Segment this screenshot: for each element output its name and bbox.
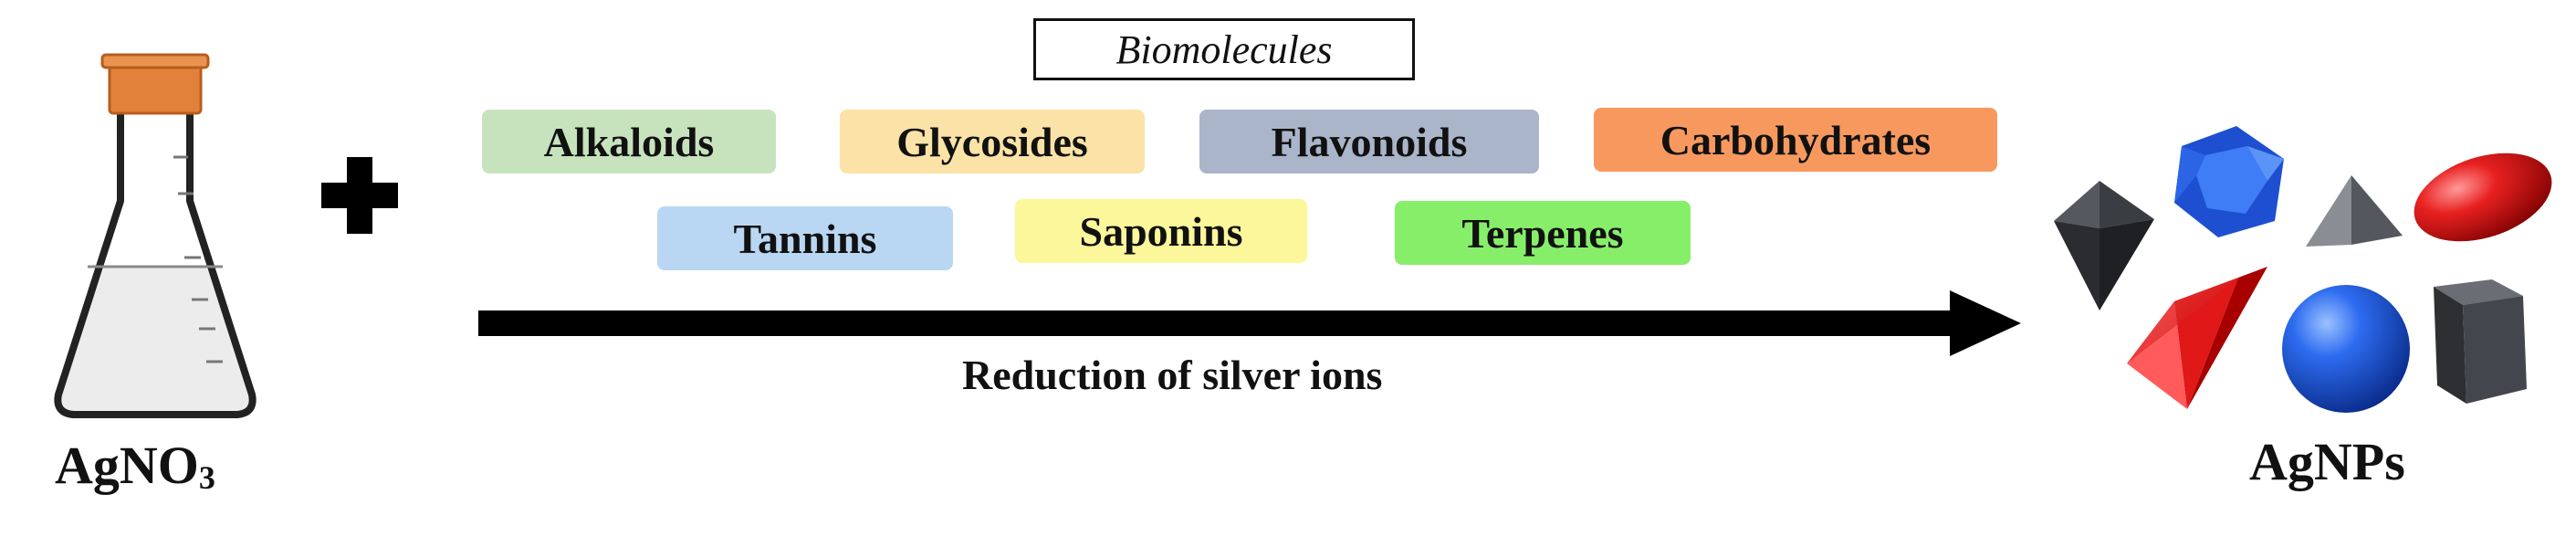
nanoparticles-illustration: [2054, 126, 2552, 413]
right-arrow-icon: [478, 290, 2021, 356]
dark-octahedron-shape: [2054, 181, 2154, 310]
chip-tannins: Tannins: [657, 206, 953, 270]
chip-glycosides: Glycosides: [840, 110, 1145, 174]
blue-dodecahedron-shape: [2174, 126, 2284, 237]
product-label: AgNPs: [2249, 432, 2405, 491]
chip-carbohydrates: Carbohydrates: [1594, 108, 1997, 172]
flask-icon: [54, 53, 257, 418]
red-ellipsoid-shape: [2414, 153, 2552, 242]
chip-alkaloids: Alkaloids: [482, 110, 776, 174]
reactant-formula: AgNO: [55, 436, 199, 495]
reactant-label: AgNO3: [55, 435, 215, 497]
chip-saponins: Saponins: [1015, 199, 1307, 263]
reactant-subscript: 3: [198, 459, 215, 496]
blue-sphere-shape: [2282, 285, 2410, 413]
gray-tetrahedron-shape: [2306, 175, 2403, 247]
plus-icon: [321, 157, 398, 234]
chip-terpenes: Terpenes: [1395, 201, 1691, 265]
dark-cube-shape: [2434, 279, 2527, 404]
process-caption: Reduction of silver ions: [962, 352, 1383, 398]
chip-flavonoids: Flavonoids: [1199, 110, 1539, 174]
red-diamond-shape: [2127, 267, 2267, 409]
biomolecules-title: Biomolecules: [1033, 18, 1415, 80]
